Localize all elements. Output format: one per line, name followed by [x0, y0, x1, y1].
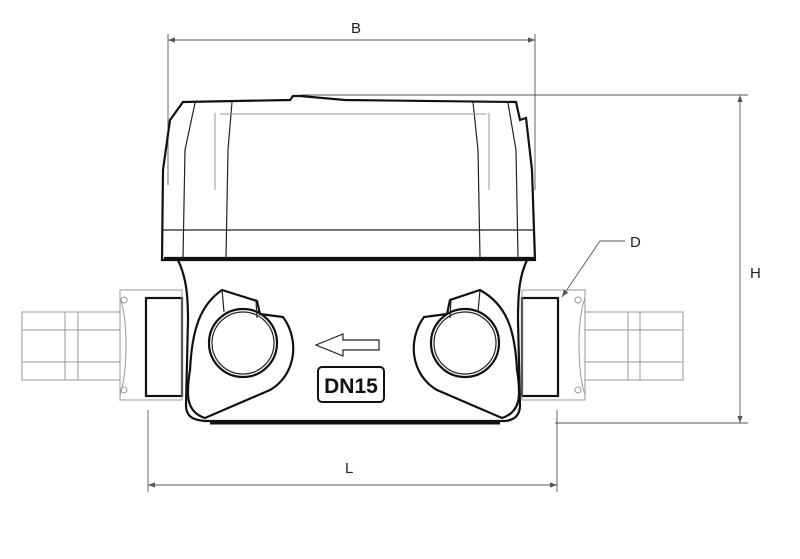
flow-direction-arrow-icon [314, 333, 380, 357]
register-housing [160, 94, 537, 262]
size-label: DN15 [324, 375, 378, 398]
dimension-b: B [167, 20, 536, 190]
label-b: B [351, 20, 361, 37]
meter-body [177, 259, 528, 425]
dimension-l: L [147, 410, 558, 492]
dimension-h: H [300, 94, 761, 424]
right-clip [412, 288, 521, 420]
label-d: D [630, 234, 641, 251]
label-h: H [750, 265, 761, 282]
left-clip [186, 288, 295, 420]
left-coupling [21, 289, 184, 401]
dimension-d: D [561, 234, 641, 298]
right-coupling [520, 289, 684, 401]
label-l: L [345, 460, 353, 477]
size-marking: DN15 [317, 366, 385, 403]
